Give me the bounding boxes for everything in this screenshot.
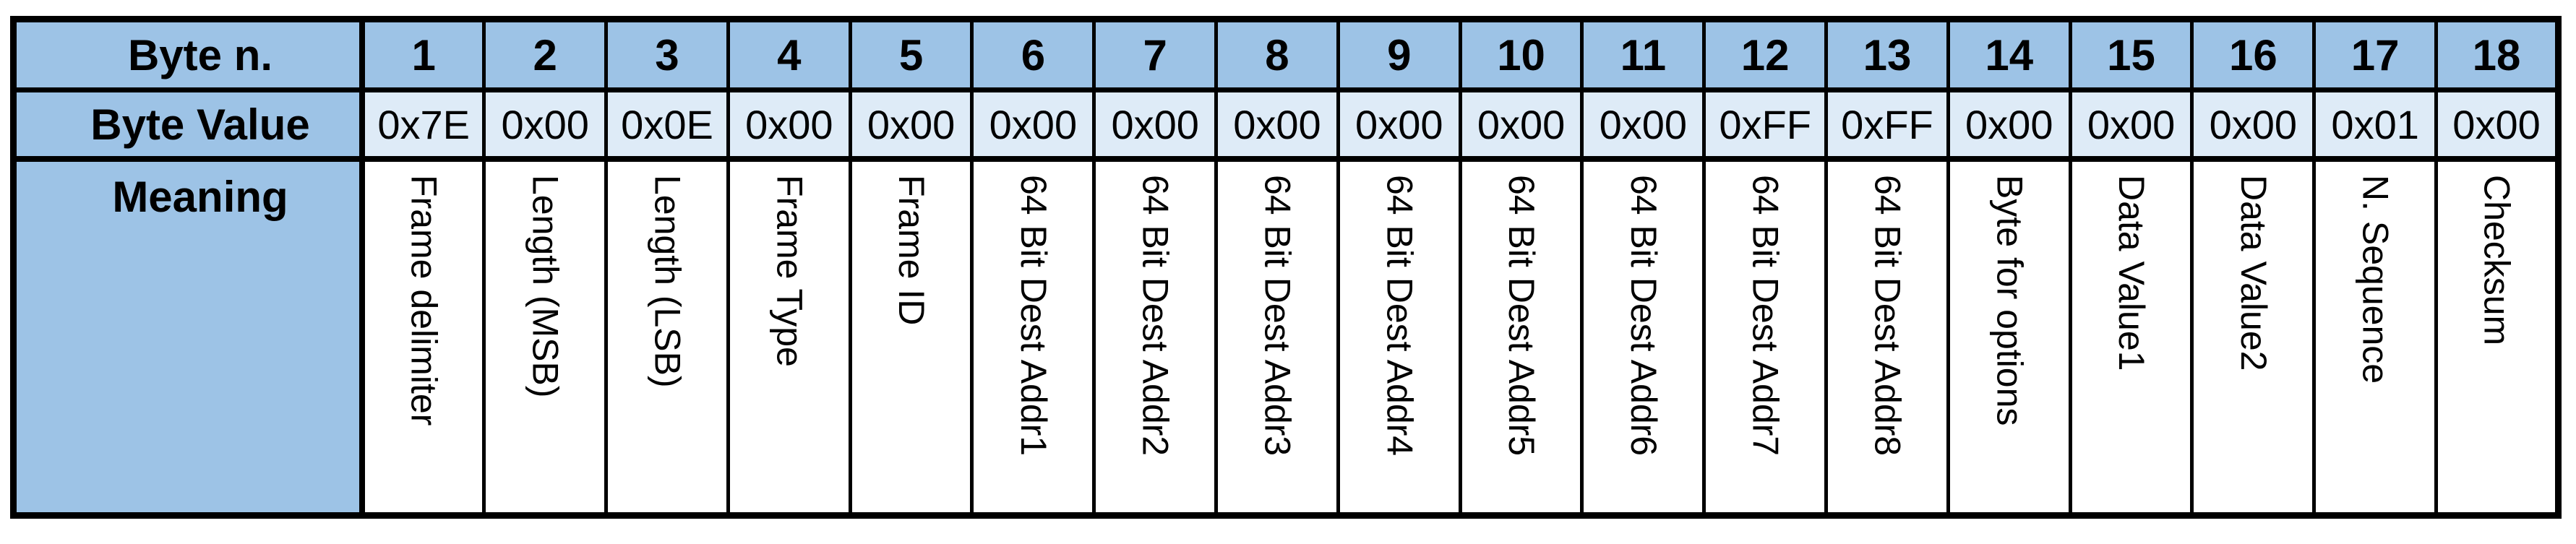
meaning-cell: Length (MSB)	[482, 156, 609, 517]
byte-value-cell: 0x00	[1092, 87, 1219, 161]
byte-number-cell: 2	[482, 17, 609, 92]
meaning-text: 64 Bit Dest Addr2	[1135, 175, 1176, 457]
byte-value-cell: 0x00	[1458, 87, 1584, 161]
meaning-text: Data Value2	[2233, 175, 2274, 371]
byte-number-cell: 13	[1824, 17, 1950, 92]
byte-value-cell: 0x00	[1336, 87, 1462, 161]
meaning-text: N. Sequence	[2355, 175, 2396, 384]
meaning-text: 64 Bit Dest Addr7	[1745, 175, 1786, 457]
byte-value-cell: 0x00	[482, 87, 609, 161]
meaning-row: Meaning Frame delimiter Length (MSB) Lengt…	[12, 156, 2560, 517]
byte-value-cell: 0x00	[726, 87, 852, 161]
meaning-text: 64 Bit Dest Addr5	[1501, 175, 1542, 457]
meaning-cell: Checksum	[2434, 156, 2560, 517]
byte-number-cell: 6	[970, 17, 1096, 92]
meaning-cell: Frame ID	[848, 156, 974, 517]
meaning-cell: 64 Bit Dest Addr6	[1580, 156, 1706, 517]
meaning-cell: 64 Bit Dest Addr1	[970, 156, 1096, 517]
meaning-cell: Frame Type	[726, 156, 852, 517]
byte-value-cell: 0xFF	[1702, 87, 1829, 161]
byte-number-cell: 7	[1092, 17, 1219, 92]
byte-number-cell: 14	[1946, 17, 2072, 92]
meaning-text: 64 Bit Dest Addr6	[1623, 175, 1664, 457]
byte-number-cell: 1	[360, 17, 486, 92]
byte-number-cell: 17	[2312, 17, 2439, 92]
byte-value-cell: 0x01	[2312, 87, 2439, 161]
meaning-text: 64 Bit Dest Addr3	[1257, 175, 1298, 457]
byte-value-cell: 0x00	[2190, 87, 2317, 161]
byte-value-cell: 0x00	[1214, 87, 1340, 161]
meaning-text: Frame delimiter	[403, 175, 445, 426]
meaning-cell: N. Sequence	[2312, 156, 2439, 517]
meaning-cell: Length (LSB)	[604, 156, 730, 517]
meaning-text: 64 Bit Dest Addr1	[1013, 175, 1054, 457]
meaning-text: 64 Bit Dest Addr8	[1867, 175, 1908, 457]
meaning-text: Checksum	[2476, 175, 2517, 346]
meaning-cell: 64 Bit Dest Addr5	[1458, 156, 1584, 517]
byte-number-cell: 16	[2190, 17, 2317, 92]
byte-number-cell: 4	[726, 17, 852, 92]
byte-number-cell: 11	[1580, 17, 1706, 92]
meaning-cell: 64 Bit Dest Addr3	[1214, 156, 1340, 517]
byte-number-cell: 12	[1702, 17, 1829, 92]
byte-value-cell: 0xFF	[1824, 87, 1950, 161]
byte-number-cell: 3	[604, 17, 730, 92]
byte-value-cell: 0x00	[2434, 87, 2560, 161]
byte-number-cell: 5	[848, 17, 974, 92]
meaning-cell: Data Value1	[2068, 156, 2194, 517]
row-header-byte-value: Byte Value	[12, 87, 365, 161]
meaning-text: Frame ID	[891, 175, 932, 326]
byte-value-cell: 0x0E	[604, 87, 730, 161]
meaning-cell: Data Value2	[2190, 156, 2317, 517]
meaning-cell: 64 Bit Dest Addr8	[1824, 156, 1950, 517]
row-header-byte-n: Byte n.	[12, 17, 365, 92]
byte-value-cell: 0x00	[970, 87, 1096, 161]
byte-value-cell: 0x00	[1946, 87, 2072, 161]
meaning-text: Byte for options	[1989, 175, 2030, 426]
byte-number-cell: 10	[1458, 17, 1584, 92]
meaning-cell: 64 Bit Dest Addr2	[1092, 156, 1219, 517]
meaning-cell: 64 Bit Dest Addr4	[1336, 156, 1462, 517]
byte-value-cell: 0x00	[848, 87, 974, 161]
byte-value-cell: 0x7E	[360, 87, 486, 161]
byte-number-cell: 18	[2434, 17, 2560, 92]
byte-value-cell: 0x00	[2068, 87, 2194, 161]
byte-number-cell: 9	[1336, 17, 1462, 92]
meaning-text: Length (LSB)	[647, 175, 688, 388]
meaning-text: Data Value1	[2111, 175, 2152, 371]
byte-number-cell: 8	[1214, 17, 1340, 92]
byte-number-cell: 15	[2068, 17, 2194, 92]
meaning-text: Frame Type	[769, 175, 810, 367]
meaning-cell: Frame delimiter	[360, 156, 486, 517]
meaning-text: 64 Bit Dest Addr4	[1379, 175, 1420, 457]
byte-value-cell: 0x00	[1580, 87, 1706, 161]
meaning-cell: 64 Bit Dest Addr7	[1702, 156, 1829, 517]
meaning-text: Length (MSB)	[525, 175, 566, 398]
meaning-cell: Byte for options	[1946, 156, 2072, 517]
row-header-meaning: Meaning	[12, 156, 365, 517]
